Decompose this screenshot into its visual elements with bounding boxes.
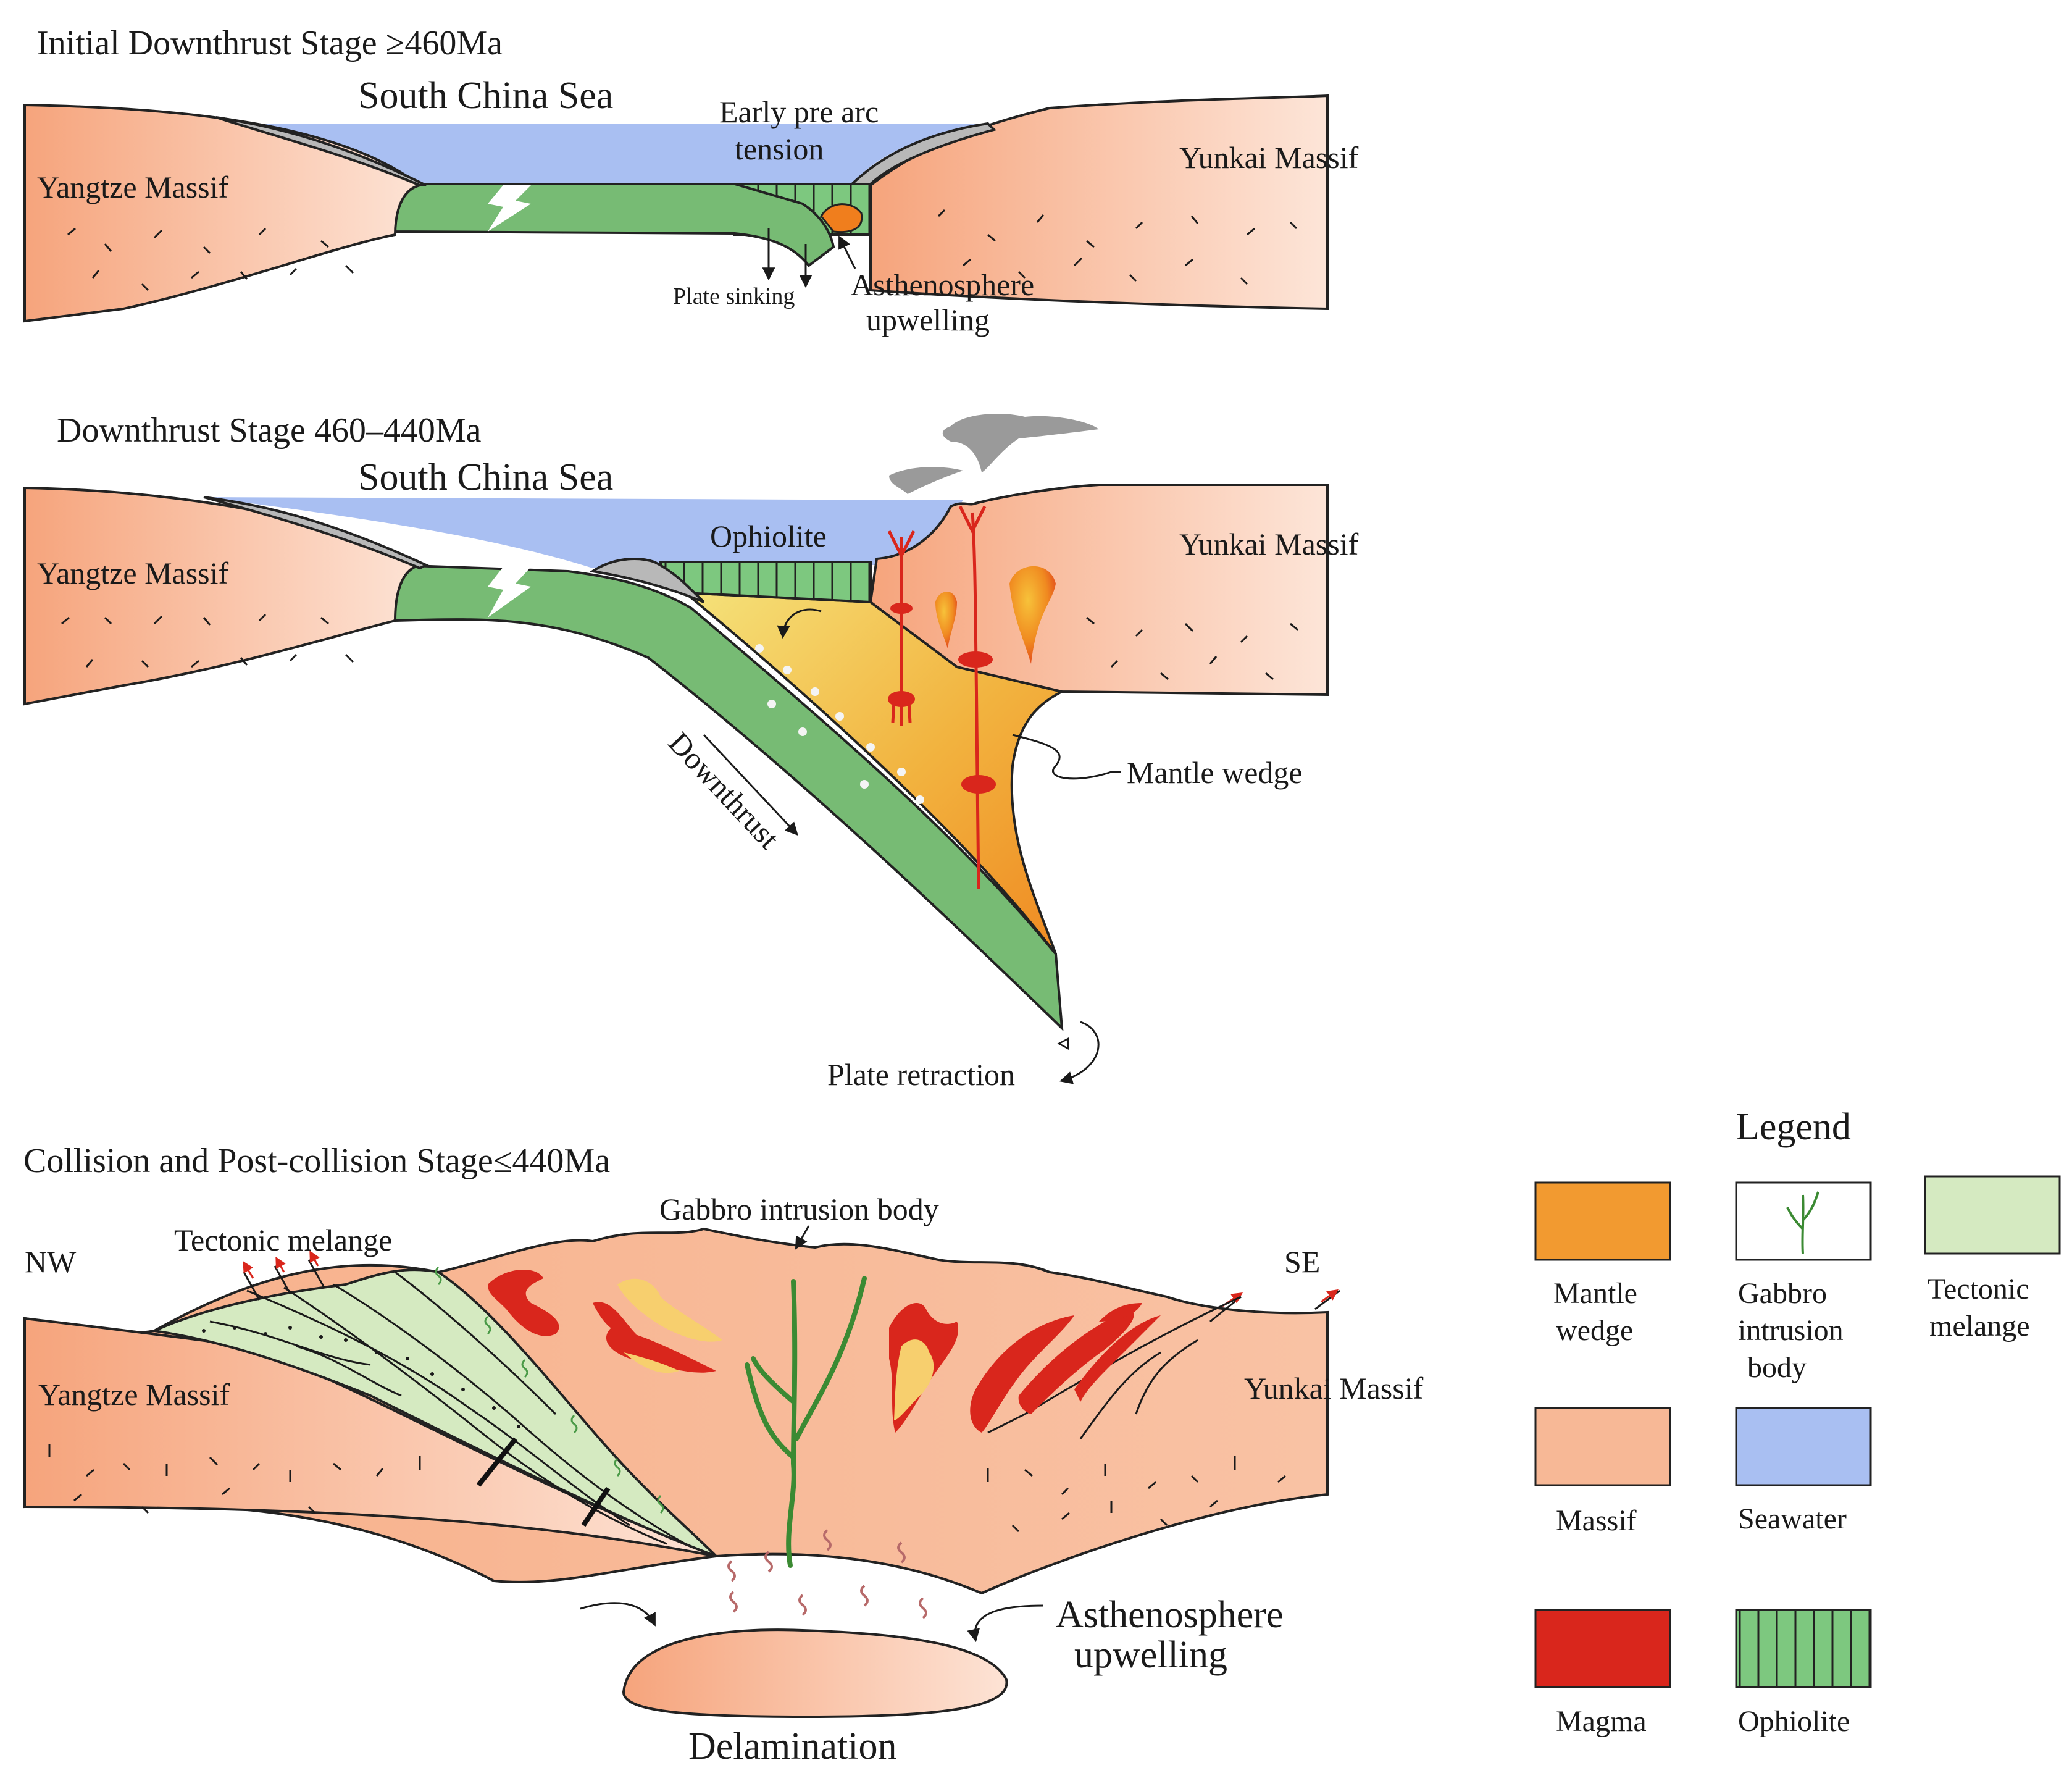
stage3-gabbro-leader xyxy=(795,1225,810,1250)
stage2-right-massif-label: Yunkai Massif xyxy=(1179,527,1359,561)
stage3-shear-arrows-left xyxy=(243,1250,325,1301)
stage3-delamination-block xyxy=(622,1628,1008,1719)
legend-title: Legend xyxy=(1736,1106,1851,1148)
stage3-upwelling-arrow-right xyxy=(967,1604,1044,1643)
stage1-asthenosphere-blob xyxy=(820,203,863,233)
stage3-right-massif-label: Yunkai Massif xyxy=(1244,1371,1424,1406)
stage2-mantle-wedge xyxy=(682,591,1066,955)
stage3-asthenosphere-label-2: upwelling xyxy=(1074,1634,1227,1676)
stage1-tension-label-2: tension xyxy=(735,132,824,166)
stage1-right-massif-label: Yunkai Massif xyxy=(1179,140,1359,175)
stage2-ash-cloud-small xyxy=(889,467,963,494)
stage1-title: Initial Downthrust Stage ≥460Ma xyxy=(37,24,503,62)
stage1-right-sediment xyxy=(849,122,996,185)
legend-swatch-mantle-wedge xyxy=(1534,1181,1671,1261)
legend-label-gabbro-3: body xyxy=(1747,1351,1807,1384)
stage1-asthenosphere-label-2: upwelling xyxy=(866,303,990,337)
stage2-sea-label: South China Sea xyxy=(358,456,613,498)
stage2-mantle-wedge-leader xyxy=(1012,734,1121,780)
stage2-sediment xyxy=(589,558,705,603)
stage3-magma-bodies xyxy=(488,1270,1161,1433)
stage3-se-label: SE xyxy=(1284,1244,1320,1279)
stage2-magma-plume-2 xyxy=(1009,566,1056,664)
stage1-texture xyxy=(67,209,1298,291)
stage3-melange-dots xyxy=(202,1326,520,1428)
stage1-asthenosphere-label-1: Asthenosphere xyxy=(851,267,1034,302)
stage2-magma-plume-1 xyxy=(935,592,957,648)
stage3-texture xyxy=(48,1444,1286,1533)
stage2-left-massif-label: Yangtze Massif xyxy=(37,556,229,590)
stage2-downthrust-arrow xyxy=(703,734,798,836)
legend-swatch-tectonic-melange xyxy=(1924,1175,2061,1255)
stage1-left-massif-label: Yangtze Massif xyxy=(37,170,229,204)
stage3-right-faults xyxy=(987,1296,1242,1439)
stage2-left-massif xyxy=(23,486,424,706)
stage2-ophiolite-label: Ophiolite xyxy=(710,519,827,553)
stage1-sea-label: South China Sea xyxy=(358,75,613,117)
stage1-tension-label-1: Early pre arc xyxy=(719,94,879,129)
stage2-magma-chambers xyxy=(888,603,996,794)
stage2-texture xyxy=(61,613,1298,681)
stage3-gabbro-label: Gabbro intrusion body xyxy=(659,1192,939,1226)
stage3-tectonic-melange-label: Tectonic melange xyxy=(174,1223,392,1257)
stage3-melange-squiggles xyxy=(435,1266,664,1514)
legend-label-gabbro-2: intrusion xyxy=(1738,1314,1844,1347)
legend: Legend Mantle wedge Gabbro intrusion bod… xyxy=(1534,1106,2061,1738)
stage2-fluid-dots xyxy=(755,644,924,804)
stage2-circulation-arrow xyxy=(777,608,822,639)
legend-gabbro-icon xyxy=(1786,1191,1819,1254)
stage1-upwelling-arrow xyxy=(838,235,856,269)
legend-label-mantle-wedge-2: wedge xyxy=(1556,1314,1633,1347)
stage3-title: Collision and Post-collision Stage≤440Ma xyxy=(23,1142,610,1180)
legend-label-magma: Magma xyxy=(1556,1705,1647,1738)
stage2-title: Downthrust Stage 460–440Ma xyxy=(57,411,482,450)
stage2-retraction-marker xyxy=(1057,1037,1069,1050)
stage3-asthenosphere-label-1: Asthenosphere xyxy=(1056,1594,1283,1636)
stage2-left-sediment xyxy=(203,496,429,570)
stage2-retraction-arrow xyxy=(1059,1021,1100,1084)
legend-label-mantle-wedge-1: Mantle xyxy=(1553,1277,1637,1310)
stage3-panel: Collision and Post-collision Stage≤440Ma xyxy=(23,1142,1424,1767)
stage3-thrust-tick-2 xyxy=(581,1486,611,1527)
stage2-panel: Downthrust Stage 460–440Ma xyxy=(23,411,1359,1092)
stage3-delamination-label: Delamination xyxy=(688,1725,896,1767)
legend-label-tectonic-melange-2: melange xyxy=(1929,1310,2030,1343)
stage3-shear-arrows-right xyxy=(1209,1289,1340,1323)
stage1-seawater xyxy=(204,124,988,184)
legend-swatch-massif xyxy=(1534,1407,1671,1486)
legend-swatch-ophiolite xyxy=(1735,1609,1872,1688)
stage3-upwelling-arrow-left xyxy=(580,1602,656,1627)
stage2-plate xyxy=(394,563,1064,1032)
stage2-mantle-wedge-label: Mantle wedge xyxy=(1127,755,1303,790)
stage2-right-massif xyxy=(869,483,1329,697)
legend-label-tectonic-melange-1: Tectonic xyxy=(1928,1273,2029,1305)
stage1-left-massif xyxy=(23,103,423,323)
stage1-fault-break xyxy=(488,185,531,232)
stage3-melange-faults xyxy=(209,1271,686,1545)
legend-label-ophiolite: Ophiolite xyxy=(1738,1705,1850,1738)
legend-label-massif: Massif xyxy=(1556,1504,1637,1537)
stage1-plate-sinking-label: Plate sinking xyxy=(673,283,795,309)
stage2-plate-retraction-label: Plate retraction xyxy=(827,1057,1015,1092)
stage2-ash-cloud-large xyxy=(942,414,1099,472)
stage3-left-massif-label: Yangtze Massif xyxy=(38,1377,230,1412)
legend-swatch-magma xyxy=(1534,1609,1671,1688)
stage2-fault-break xyxy=(488,567,531,618)
stage3-nw-label: NW xyxy=(25,1244,77,1279)
stage2-seawater xyxy=(204,497,963,568)
legend-label-seawater: Seawater xyxy=(1738,1502,1847,1535)
stage3-thrust-tick-1 xyxy=(476,1437,518,1487)
stage3-asthenosphere-squiggles xyxy=(727,1529,927,1619)
stage1-panel: Initial Downthrust Stage ≥460Ma South Ch… xyxy=(23,24,1359,337)
legend-swatch-seawater xyxy=(1735,1407,1872,1486)
stage3-melange xyxy=(149,1268,717,1557)
legend-label-gabbro-1: Gabbro xyxy=(1738,1277,1827,1310)
stage3-gabbro-intrusion xyxy=(745,1276,867,1568)
stage1-left-sediment xyxy=(215,116,427,186)
